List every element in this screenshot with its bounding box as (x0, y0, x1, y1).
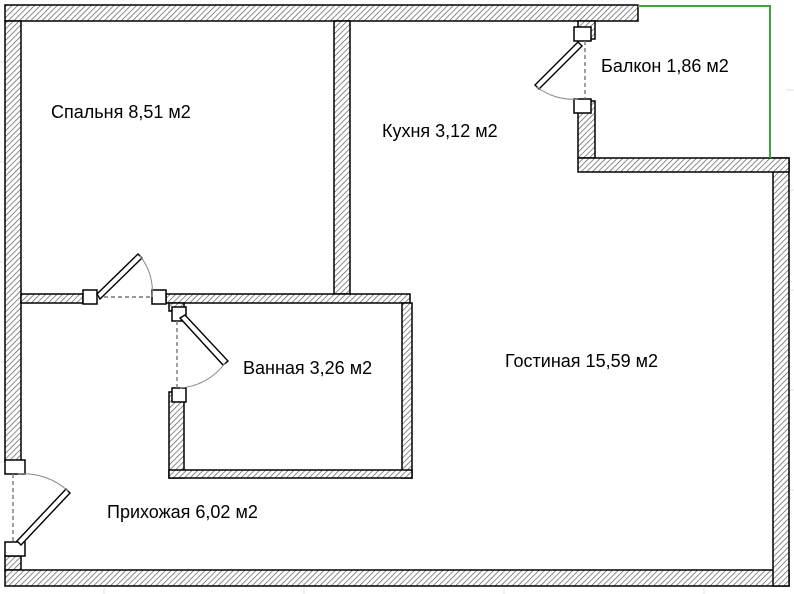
balcony-edge (638, 5, 771, 158)
wall-bedroom-kitchen (333, 20, 351, 295)
room-label-living: Гостиная 15,59 м2 (505, 351, 658, 371)
door-entrance (12, 473, 71, 547)
door-bathroom (176, 314, 230, 389)
outer-wall-left-lower (4, 555, 22, 571)
room-label-bedroom: Спальня 8,51 м2 (51, 102, 191, 122)
wall-bathroom-left-lower (168, 391, 185, 479)
outer-wall-bottom (4, 569, 790, 587)
wall-bedroom-bottom-left (20, 293, 84, 304)
wall-bedroom-bottom-right (165, 293, 411, 304)
background-grid (0, 61, 794, 594)
room-labels: Спальня 8,51 м2 Кухня 3,12 м2 Балкон 1,8… (51, 56, 729, 522)
wall-bathroom-right (401, 302, 413, 479)
door-balcony (534, 41, 586, 100)
outer-wall-right (772, 157, 790, 587)
room-label-bathroom: Ванная 3,26 м2 (243, 358, 372, 378)
wall-bathroom-bottom (168, 469, 413, 479)
door-bedroom (96, 253, 153, 301)
outer-wall-top (4, 4, 639, 22)
outer-wall-left-upper (4, 20, 22, 462)
room-label-kitchen: Кухня 3,12 м2 (382, 121, 498, 141)
walls (4, 4, 790, 587)
room-label-balcony: Балкон 1,86 м2 (601, 56, 729, 76)
doors (12, 41, 586, 547)
wall-balcony-bottom (577, 157, 790, 173)
room-label-hallway: Прихожая 6,02 м2 (107, 502, 258, 522)
door-jambs (4, 26, 592, 557)
